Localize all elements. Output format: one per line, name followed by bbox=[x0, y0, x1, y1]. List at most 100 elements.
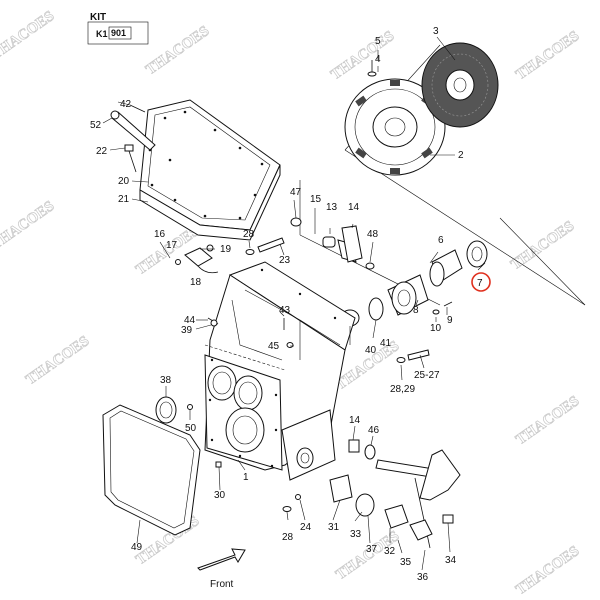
kit-code: K1 bbox=[96, 29, 108, 39]
callout-2: 2 bbox=[458, 150, 464, 161]
clutch-assembly bbox=[344, 42, 499, 176]
bolt-9 bbox=[443, 301, 453, 307]
housing-bore-left bbox=[207, 365, 237, 401]
sleeve-6-end bbox=[429, 261, 445, 287]
housing-bore-left-inner bbox=[212, 371, 232, 395]
switch-18 bbox=[184, 247, 213, 267]
housing-bore-right-inner bbox=[238, 381, 258, 405]
bushing-14 bbox=[348, 439, 360, 453]
callout-34: 34 bbox=[445, 555, 457, 566]
leader-lines bbox=[102, 36, 486, 571]
fork-14 bbox=[341, 225, 363, 263]
plug-30 bbox=[215, 461, 222, 468]
callout-20: 20 bbox=[118, 176, 130, 187]
gasket-21 bbox=[139, 164, 281, 241]
callout-45: 45 bbox=[268, 341, 280, 352]
watermark-text: THACOES bbox=[513, 28, 582, 83]
callout-36: 36 bbox=[417, 572, 429, 583]
watermark-text: THACOES bbox=[143, 23, 212, 78]
callout-23: 23 bbox=[279, 255, 291, 266]
clutch-disc-hub bbox=[445, 69, 475, 101]
front-arrow-icon bbox=[197, 548, 246, 571]
bolt-25-27 bbox=[407, 349, 430, 361]
callout-14-lower: 14 bbox=[349, 415, 361, 426]
callout-17: 17 bbox=[166, 240, 178, 251]
watermark-text: THACOES bbox=[0, 8, 57, 63]
callout-35: 35 bbox=[400, 557, 412, 568]
watermark-text: THACOES bbox=[23, 333, 92, 388]
callout-46: 46 bbox=[368, 425, 380, 436]
housing-side-boss bbox=[281, 409, 336, 481]
watermark-text: THACOES bbox=[0, 198, 57, 253]
housing-internal-ribs bbox=[244, 289, 341, 360]
callout-50: 50 bbox=[185, 423, 197, 434]
pressure-plate-ring bbox=[354, 88, 436, 166]
clip-19 bbox=[206, 244, 214, 252]
housing-gasket-49 bbox=[102, 404, 201, 536]
housing-bore-right bbox=[233, 375, 263, 411]
boot-31 bbox=[329, 474, 353, 503]
callout-44: 44 bbox=[184, 315, 196, 326]
callout-28-bottom: 28 bbox=[282, 532, 294, 543]
callout-19: 19 bbox=[220, 244, 232, 255]
callout-22: 22 bbox=[96, 146, 108, 157]
plate-33 bbox=[355, 493, 375, 517]
callout-42: 42 bbox=[120, 99, 132, 110]
cover-plate-inner bbox=[147, 106, 271, 221]
washer-4 bbox=[367, 71, 377, 77]
callout-41: 41 bbox=[380, 338, 392, 349]
pressure-plate-hub bbox=[372, 106, 418, 148]
watermark-text: THACOES bbox=[513, 393, 582, 448]
kit-frame bbox=[87, 21, 149, 45]
kit-box: KIT K1 901 bbox=[87, 12, 149, 45]
callout-14: 14 bbox=[348, 202, 360, 213]
callout-39: 39 bbox=[181, 325, 193, 336]
housing-internal-ribs bbox=[231, 299, 283, 361]
lever-arm bbox=[419, 449, 461, 501]
shift-fork-group bbox=[290, 217, 375, 270]
kit-number-box bbox=[108, 26, 132, 40]
washer-28-29 bbox=[396, 357, 406, 363]
seal-7 bbox=[466, 240, 488, 268]
watermark-text: THACOES bbox=[328, 28, 397, 83]
housing-bore-lower bbox=[225, 407, 265, 453]
callout-4: 4 bbox=[375, 54, 381, 65]
bolt-17 bbox=[175, 259, 181, 265]
callout-16: 16 bbox=[154, 229, 166, 240]
callout-7[interactable]: 7 bbox=[477, 278, 483, 289]
selected-callout-ring[interactable] bbox=[471, 272, 491, 292]
bolt-23 bbox=[257, 237, 285, 253]
callout-28-29: 28,29 bbox=[390, 384, 415, 395]
ring-39 bbox=[210, 319, 218, 327]
guide-line bbox=[499, 217, 586, 306]
lever-eye bbox=[110, 110, 120, 120]
switch-wire bbox=[197, 265, 219, 274]
lower-right-parts bbox=[329, 439, 461, 549]
callout-37: 37 bbox=[366, 544, 378, 555]
bearing-housing-flange bbox=[391, 281, 417, 315]
kit-number: 901 bbox=[111, 28, 126, 38]
callout-32: 32 bbox=[384, 546, 396, 557]
shift-lever-assembly bbox=[110, 104, 156, 173]
side-boss-port-inner bbox=[300, 452, 310, 464]
gasket-41 bbox=[368, 297, 384, 321]
callout-6: 6 bbox=[438, 235, 444, 246]
callout-28-top: 28 bbox=[243, 229, 255, 240]
callout-49: 49 bbox=[131, 542, 143, 553]
plug-45 bbox=[286, 342, 294, 348]
top-cover-plate bbox=[139, 99, 281, 241]
washer-10 bbox=[432, 309, 440, 315]
kit-title: KIT bbox=[90, 12, 106, 23]
housing-edge-dashed bbox=[204, 344, 286, 371]
gasket-49-outer bbox=[102, 404, 201, 536]
front-label: Front bbox=[210, 579, 234, 590]
callout-10: 10 bbox=[430, 323, 442, 334]
watermark-text: THACOES bbox=[508, 218, 577, 273]
callout-40: 40 bbox=[365, 345, 377, 356]
seal-7-inner bbox=[471, 246, 483, 262]
callout-13: 13 bbox=[326, 202, 338, 213]
callout-9: 9 bbox=[447, 315, 453, 326]
callout-47: 47 bbox=[290, 187, 302, 198]
callout-3: 3 bbox=[433, 26, 439, 37]
